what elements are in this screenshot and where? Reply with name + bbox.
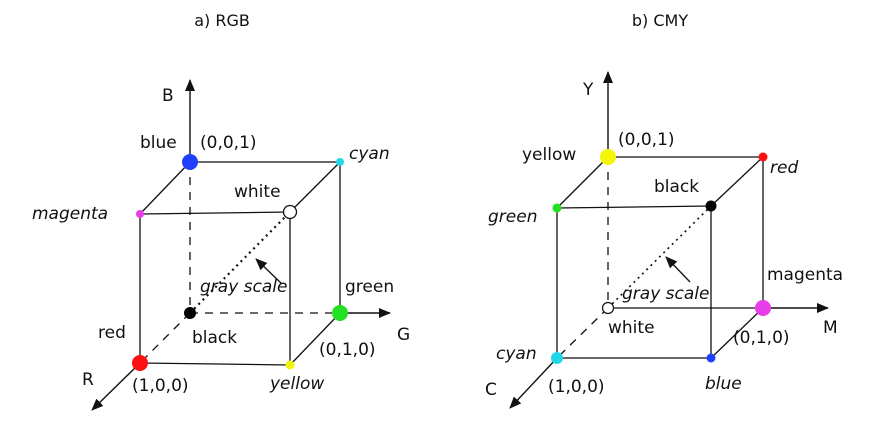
- rgb-vertex-red: [132, 355, 148, 371]
- cmy-vertex-cyan: [551, 352, 563, 364]
- rgb-label-green: green: [345, 277, 394, 297]
- cmy-vertex-blue: [706, 353, 716, 363]
- rgb-edges: [139, 161, 341, 366]
- cmy-cube: b) CMY: [485, 11, 843, 409]
- rgb-coord-blue: (0,0,1): [200, 133, 257, 153]
- cmy-label-green: green: [488, 207, 537, 227]
- rgb-label-blue: blue: [140, 133, 177, 153]
- cmy-label-yellow: yellow: [522, 145, 576, 165]
- cmy-hidden-edges: [556, 157, 609, 359]
- rgb-vertex-yellow: [285, 360, 295, 370]
- rgb-axis-b-label: B: [162, 86, 174, 106]
- cmy-vertex-yellow: [600, 149, 616, 165]
- rgb-coord-red: (1,0,0): [132, 376, 189, 396]
- cmy-gray-diagonal: [607, 205, 712, 309]
- rgb-label-magenta: magenta: [32, 204, 108, 224]
- rgb-r-axis: [91, 362, 141, 411]
- cmy-label-white: white: [608, 318, 655, 338]
- cmy-vertex-magenta: [755, 300, 771, 316]
- rgb-title: a) RGB: [194, 11, 250, 30]
- cmy-vertex-white: [601, 301, 615, 315]
- rgb-axis-r-label: R: [82, 370, 94, 390]
- cmy-label-cyan: cyan: [496, 344, 537, 364]
- rgb-vertex-green: [332, 305, 348, 321]
- rgb-vertex-magenta: [136, 210, 144, 218]
- cmy-title: b) CMY: [632, 11, 688, 30]
- cmy-axis-y-label: Y: [582, 80, 594, 100]
- cmy-vertex-red: [758, 152, 768, 162]
- cmy-coord-magenta: (0,1,0): [733, 328, 790, 348]
- rgb-label-black: black: [192, 328, 237, 348]
- rgb-vertex-blue: [182, 154, 198, 170]
- rgb-label-white: white: [234, 182, 281, 202]
- cmy-gray-pointer: [665, 256, 691, 283]
- rgb-gray-diagonal: [189, 211, 291, 314]
- cmy-label-blue: blue: [705, 374, 742, 394]
- cmy-axis-m-label: M: [823, 318, 838, 338]
- cmy-label-red: red: [770, 158, 798, 178]
- cmy-coord-cyan: (1,0,0): [548, 377, 605, 397]
- cmy-axis-c-label: C: [485, 380, 497, 400]
- rgb-axis-g-label: G: [397, 325, 410, 345]
- rgb-hidden-edges: [139, 162, 340, 364]
- cmy-edges: [556, 156, 764, 359]
- cmy-vertex-black: [705, 200, 717, 212]
- rgb-coord-green: (0,1,0): [319, 340, 376, 360]
- rgb-cube: a) RGB: [32, 11, 410, 411]
- cmy-vertex-green: [552, 203, 562, 213]
- cmy-c-axis: [509, 357, 558, 409]
- cmy-label-magenta: magenta: [767, 265, 843, 285]
- cmy-label-gray-scale: gray scale: [622, 284, 709, 304]
- rgb-vertex-white: [282, 204, 298, 220]
- rgb-label-cyan: cyan: [349, 144, 390, 164]
- cmy-coord-yellow: (0,0,1): [618, 130, 675, 150]
- rgb-label-red: red: [98, 323, 126, 343]
- cmy-label-black: black: [654, 177, 699, 197]
- rgb-label-gray-scale: gray scale: [200, 277, 287, 297]
- rgb-gray-pointer: [255, 258, 283, 285]
- rgb-label-yellow: yellow: [269, 374, 324, 394]
- rgb-vertex-cyan: [336, 158, 344, 166]
- rgb-vertex-black: [184, 307, 196, 319]
